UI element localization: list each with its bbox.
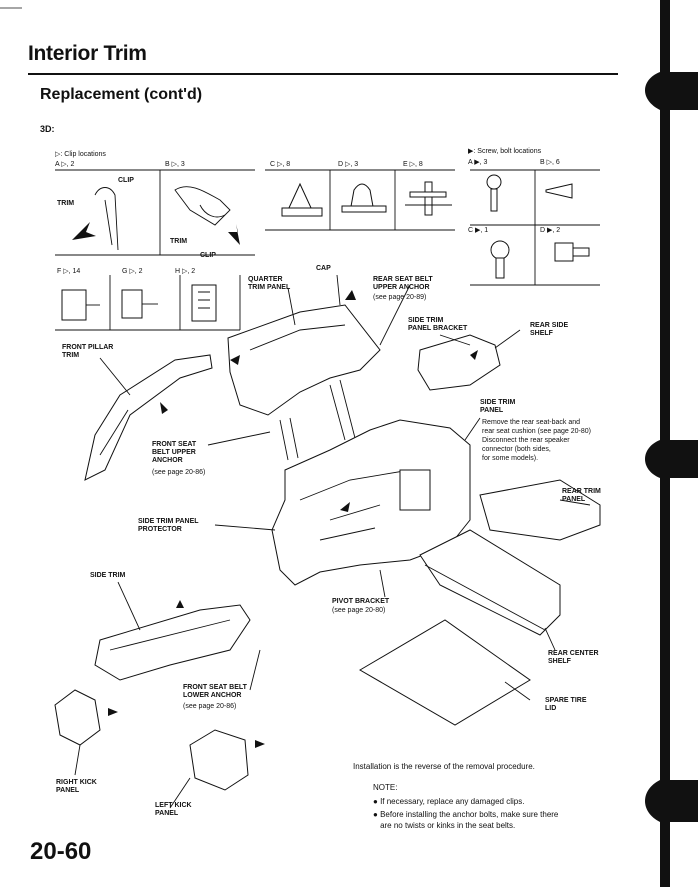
legend-clip-b: B ▷, 3 <box>165 161 185 168</box>
legend-screw-a: A ▶, 3 <box>468 159 488 166</box>
page-number: 20-60 <box>30 838 92 865</box>
callout-front-seat-belt-upper-anchor-ref: (see page 20-86) <box>152 469 206 476</box>
legend-clip-d: D ▷, 3 <box>338 161 359 168</box>
callout-quarter-trim-panel: QUARTER TRIM PANEL <box>248 276 291 291</box>
callout-rear-seat-belt-upper-anchor-ref: (see page 20-89) <box>373 294 427 301</box>
seatbelt-column <box>279 379 356 461</box>
callout-rear-trim-panel: REAR TRIM PANEL <box>562 488 601 503</box>
callout-front-seat-belt-upper-anchor: FRONT SEAT BELT UPPER ANCHOR <box>152 441 197 464</box>
title-rule <box>28 73 618 75</box>
legend-clip-h: H ▷, 2 <box>175 268 196 275</box>
callout-side-trim-panel-protector: SIDE TRIM PANEL PROTECTOR <box>138 518 199 533</box>
callout-clip-2: CLIP <box>200 252 216 259</box>
legend-clip-c: C ▷, 8 <box>270 161 291 168</box>
quarter-trim-panel-part <box>227 304 381 416</box>
legend-clip-f: F ▷, 14 <box>57 268 81 275</box>
callout-right-kick-panel: RIGHT KICK PANEL <box>56 779 97 794</box>
clip-detail-d <box>341 183 387 213</box>
callout-rear-side-shelf: REAR SIDE SHELF <box>530 322 569 337</box>
callout-left-kick-panel: LEFT KICK PANEL <box>155 802 192 817</box>
step-label: 3D: <box>40 124 55 134</box>
callout-rear-seat-belt-upper-anchor: REAR SEAT BELT UPPER ANCHOR <box>373 276 433 291</box>
section-subtitle: Replacement (cont'd) <box>40 86 203 103</box>
legend-screw-b: B ▷, 6 <box>540 159 560 166</box>
note-item-2-text: Before installing the anchor bolts, make… <box>380 810 559 830</box>
side-trim-panel-part <box>271 419 471 586</box>
legend-screw-c: C ▶, 1 <box>468 227 489 234</box>
side-trim-part <box>94 604 251 681</box>
installation-text: Installation is the reverse of the remov… <box>353 762 535 771</box>
callout-side-trim-panel-note: Remove the rear seat-back and rear seat … <box>482 419 591 462</box>
callout-front-seat-belt-lower-anchor: FRONT SEAT BELT LOWER ANCHOR <box>183 684 247 699</box>
callout-spare-tire-lid: SPARE TIRE LID <box>545 697 587 712</box>
clip-detail-c <box>265 169 455 231</box>
rear-trim-panel-part <box>479 479 601 541</box>
spare-tire-lid-part <box>359 619 531 726</box>
callout-clip: CLIP <box>118 177 134 184</box>
note-item-2: ● Before installing the anchor bolts, ma… <box>373 810 559 830</box>
callout-side-trim-panel-bracket: SIDE TRIM PANEL BRACKET <box>408 317 468 332</box>
legend-clip-e: E ▷, 8 <box>403 161 423 168</box>
legend-screw-locations: ▶: Screw, bolt locations <box>468 148 542 155</box>
callout-front-pillar-trim: FRONT PILLAR TRIM <box>62 344 114 359</box>
callout-trim-2: TRIM <box>170 238 188 245</box>
clip-detail-f-g-h <box>55 275 241 331</box>
note-item-1: ● If necessary, replace any damaged clip… <box>373 797 525 806</box>
callout-pivot-bracket-ref: (see page 20-80) <box>332 607 386 614</box>
legend-clip-g: G ▷, 2 <box>122 268 143 275</box>
note-heading: NOTE: <box>373 783 398 792</box>
right-kick-panel-part <box>54 689 101 746</box>
callout-side-trim: SIDE TRIM <box>90 572 126 579</box>
callout-side-trim-panel: SIDE TRIM PANEL <box>480 399 516 414</box>
legend-clip-a: A ▷, 2 <box>55 161 75 168</box>
callout-pivot-bracket: PIVOT BRACKET <box>332 598 390 605</box>
clip-detail-e <box>405 181 452 216</box>
page-title: Interior Trim <box>28 42 147 65</box>
rear-side-shelf-part <box>417 334 501 391</box>
callout-trim: TRIM <box>57 200 75 207</box>
front-pillar-trim-part <box>84 354 213 481</box>
rear-center-shelf-part <box>419 529 561 636</box>
note-item-1-text: If necessary, replace any damaged clips. <box>380 797 525 806</box>
left-kick-panel-part <box>189 729 249 791</box>
screw-detail-box <box>470 169 600 286</box>
callout-cap: CAP <box>316 265 331 272</box>
callout-rear-center-shelf: REAR CENTER SHELF <box>548 650 599 665</box>
legend-screw-d: D ▶, 2 <box>540 227 561 234</box>
legend-clip-locations: ▷: Clip locations <box>55 151 106 158</box>
clip-detail-b <box>174 186 240 245</box>
callout-front-seat-belt-lower-anchor-ref: (see page 20-86) <box>183 703 237 710</box>
clip-detail-a <box>55 169 255 256</box>
